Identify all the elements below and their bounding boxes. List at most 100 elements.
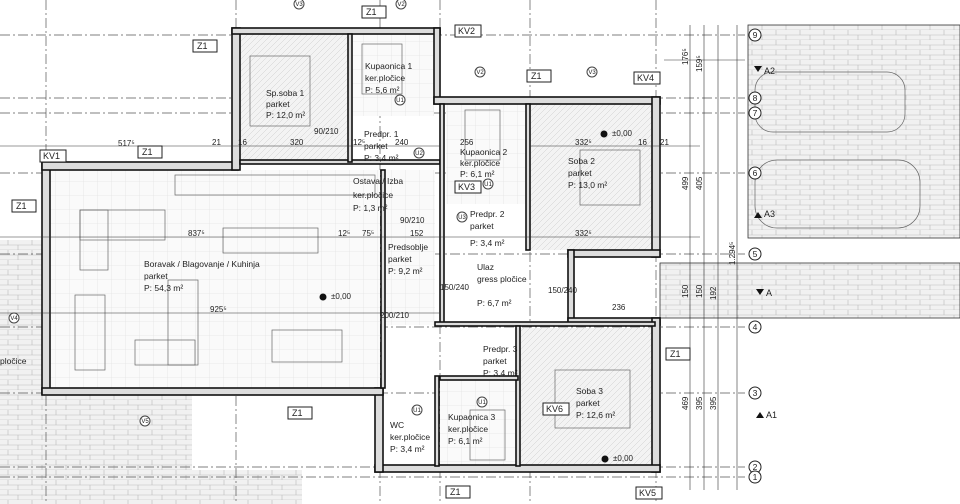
room-label-text: P: 12,0 m² bbox=[266, 110, 305, 120]
bath3-floor bbox=[440, 380, 518, 465]
opening-label: U3 bbox=[458, 215, 466, 221]
opening-label: V3 bbox=[588, 70, 596, 76]
dim-label: 236 bbox=[612, 303, 626, 312]
dim-label: 837⁵ bbox=[188, 229, 205, 238]
opening-label: V5 bbox=[141, 419, 149, 425]
tag-label: KV3 bbox=[458, 182, 475, 192]
opening-label: U1 bbox=[396, 98, 404, 104]
section-markers: A2 A3 A A1 bbox=[754, 66, 777, 420]
opening-label: U1 bbox=[413, 408, 421, 414]
room-boravak: Boravak / Blagovanje / Kuhinja parket P: 5… bbox=[144, 259, 260, 293]
axis-label: 3 bbox=[753, 388, 758, 398]
dim-label: 256 bbox=[460, 138, 474, 147]
room-label-text: parket bbox=[568, 168, 592, 178]
bedroom1-floor bbox=[240, 34, 348, 162]
opening-label: V4 bbox=[10, 316, 18, 322]
level-label: ±0,00 bbox=[612, 129, 633, 138]
room-label-text: P: 54,3 m² bbox=[144, 283, 183, 293]
room-label-text: parket bbox=[266, 99, 290, 109]
tag-label: KV5 bbox=[639, 488, 656, 498]
room-label-text: P: 3,4 m² bbox=[364, 153, 399, 163]
dim-label: 395 bbox=[709, 396, 718, 410]
room-predpr-1: Predpr. 1 parket P: 3,4 m² bbox=[364, 129, 399, 163]
dimension-labels: 517⁵ 21 16 320 240 12⁵ 256 332⁵ 16 21 83… bbox=[118, 48, 737, 410]
bedroom3-floor bbox=[520, 328, 652, 465]
room-label-text: parket bbox=[364, 141, 388, 151]
room-label-text: parket bbox=[144, 271, 168, 281]
dim-label: 200/210 bbox=[380, 311, 409, 320]
room-label-text: parket bbox=[576, 398, 600, 408]
room-label-text: parket bbox=[470, 221, 494, 231]
axis-label: 7 bbox=[753, 108, 758, 118]
room-label-text: Sp.soba 1 bbox=[266, 88, 305, 98]
room-label-text: P: 3,4 m² bbox=[390, 444, 425, 454]
tag-label: KV6 bbox=[546, 404, 563, 414]
opening-label: V3 bbox=[295, 2, 303, 8]
room-label-text: parket bbox=[388, 254, 412, 264]
opening-label: U2 bbox=[415, 151, 423, 157]
axis-label: 5 bbox=[753, 249, 758, 259]
dim-label: 159⁵ bbox=[695, 55, 704, 72]
room-label-text: Kupaonica 2 bbox=[460, 147, 508, 157]
room-label-text: Predpr. 1 bbox=[364, 129, 399, 139]
tag-label: KV2 bbox=[458, 26, 475, 36]
dim-label: 21 bbox=[212, 138, 221, 147]
dim-label: 395 bbox=[695, 396, 704, 410]
tag-label: Z1 bbox=[531, 71, 542, 81]
room-label-text: ker.pločice bbox=[448, 424, 488, 434]
room-label-text: Ulaz bbox=[477, 262, 494, 272]
axis-bubbles: 9 8 7 6 5 4 3 2 1 bbox=[748, 28, 762, 484]
bath1-floor bbox=[352, 34, 434, 116]
room-label-text: parket bbox=[483, 356, 507, 366]
room-label-text: P: 12,6 m² bbox=[576, 410, 615, 420]
room-label-text: P: 3,4 m² bbox=[483, 368, 518, 378]
dim-label: 192 bbox=[709, 286, 718, 300]
tag-label: KV1 bbox=[43, 151, 60, 161]
dim-label: 469 bbox=[681, 396, 690, 410]
tag-label: KV4 bbox=[637, 73, 654, 83]
walls bbox=[41, 27, 661, 473]
axis-label: 9 bbox=[753, 30, 758, 40]
terrace-paving-bottom bbox=[42, 395, 192, 504]
section-label: A1 bbox=[766, 410, 777, 420]
dimension-lines bbox=[0, 25, 745, 490]
level-markers: ±0,00 ±0,00 ±0,00 bbox=[319, 129, 634, 463]
room-label-text: Predpr. 3 bbox=[483, 344, 518, 354]
dim-label: 90/210 bbox=[314, 127, 339, 136]
dim-label: 320 bbox=[290, 138, 304, 147]
dim-label: 12⁵ bbox=[353, 138, 365, 147]
axis-label: 1 bbox=[753, 472, 758, 482]
opening-label: U1 bbox=[484, 182, 492, 188]
room-predpr-3: Predpr. 3 parket P: 3,4 m² bbox=[483, 344, 518, 378]
level-label: ±0,00 bbox=[331, 292, 352, 301]
parking-paving bbox=[747, 24, 960, 239]
dim-label: 499 bbox=[681, 176, 690, 190]
dim-label: 16 bbox=[238, 138, 247, 147]
path-paving bbox=[659, 262, 960, 319]
axis-label: 4 bbox=[753, 322, 758, 332]
room-label-text: P: 6,1 m² bbox=[448, 436, 483, 446]
dim-label: 75⁵ bbox=[362, 229, 374, 238]
room-label-text: P: 13,0 m² bbox=[568, 180, 607, 190]
dim-label: 925⁵ bbox=[210, 305, 227, 314]
dim-label: 150/240 bbox=[548, 286, 577, 295]
room-label-text: WC bbox=[390, 420, 404, 430]
room-label-text: gress pločice bbox=[477, 274, 527, 284]
terrace-paving-bottom2 bbox=[192, 470, 302, 504]
section-label: A bbox=[766, 288, 772, 298]
room-label-text: Boravak / Blagovanje / Kuhinja bbox=[144, 259, 260, 269]
dim-label: 332⁵ bbox=[575, 229, 592, 238]
dim-label: 405 bbox=[695, 176, 704, 190]
room-label-text: Predsoblje bbox=[388, 242, 428, 252]
room-label-text: ker.pločice bbox=[390, 432, 430, 442]
opening-label: V2 bbox=[397, 2, 405, 8]
